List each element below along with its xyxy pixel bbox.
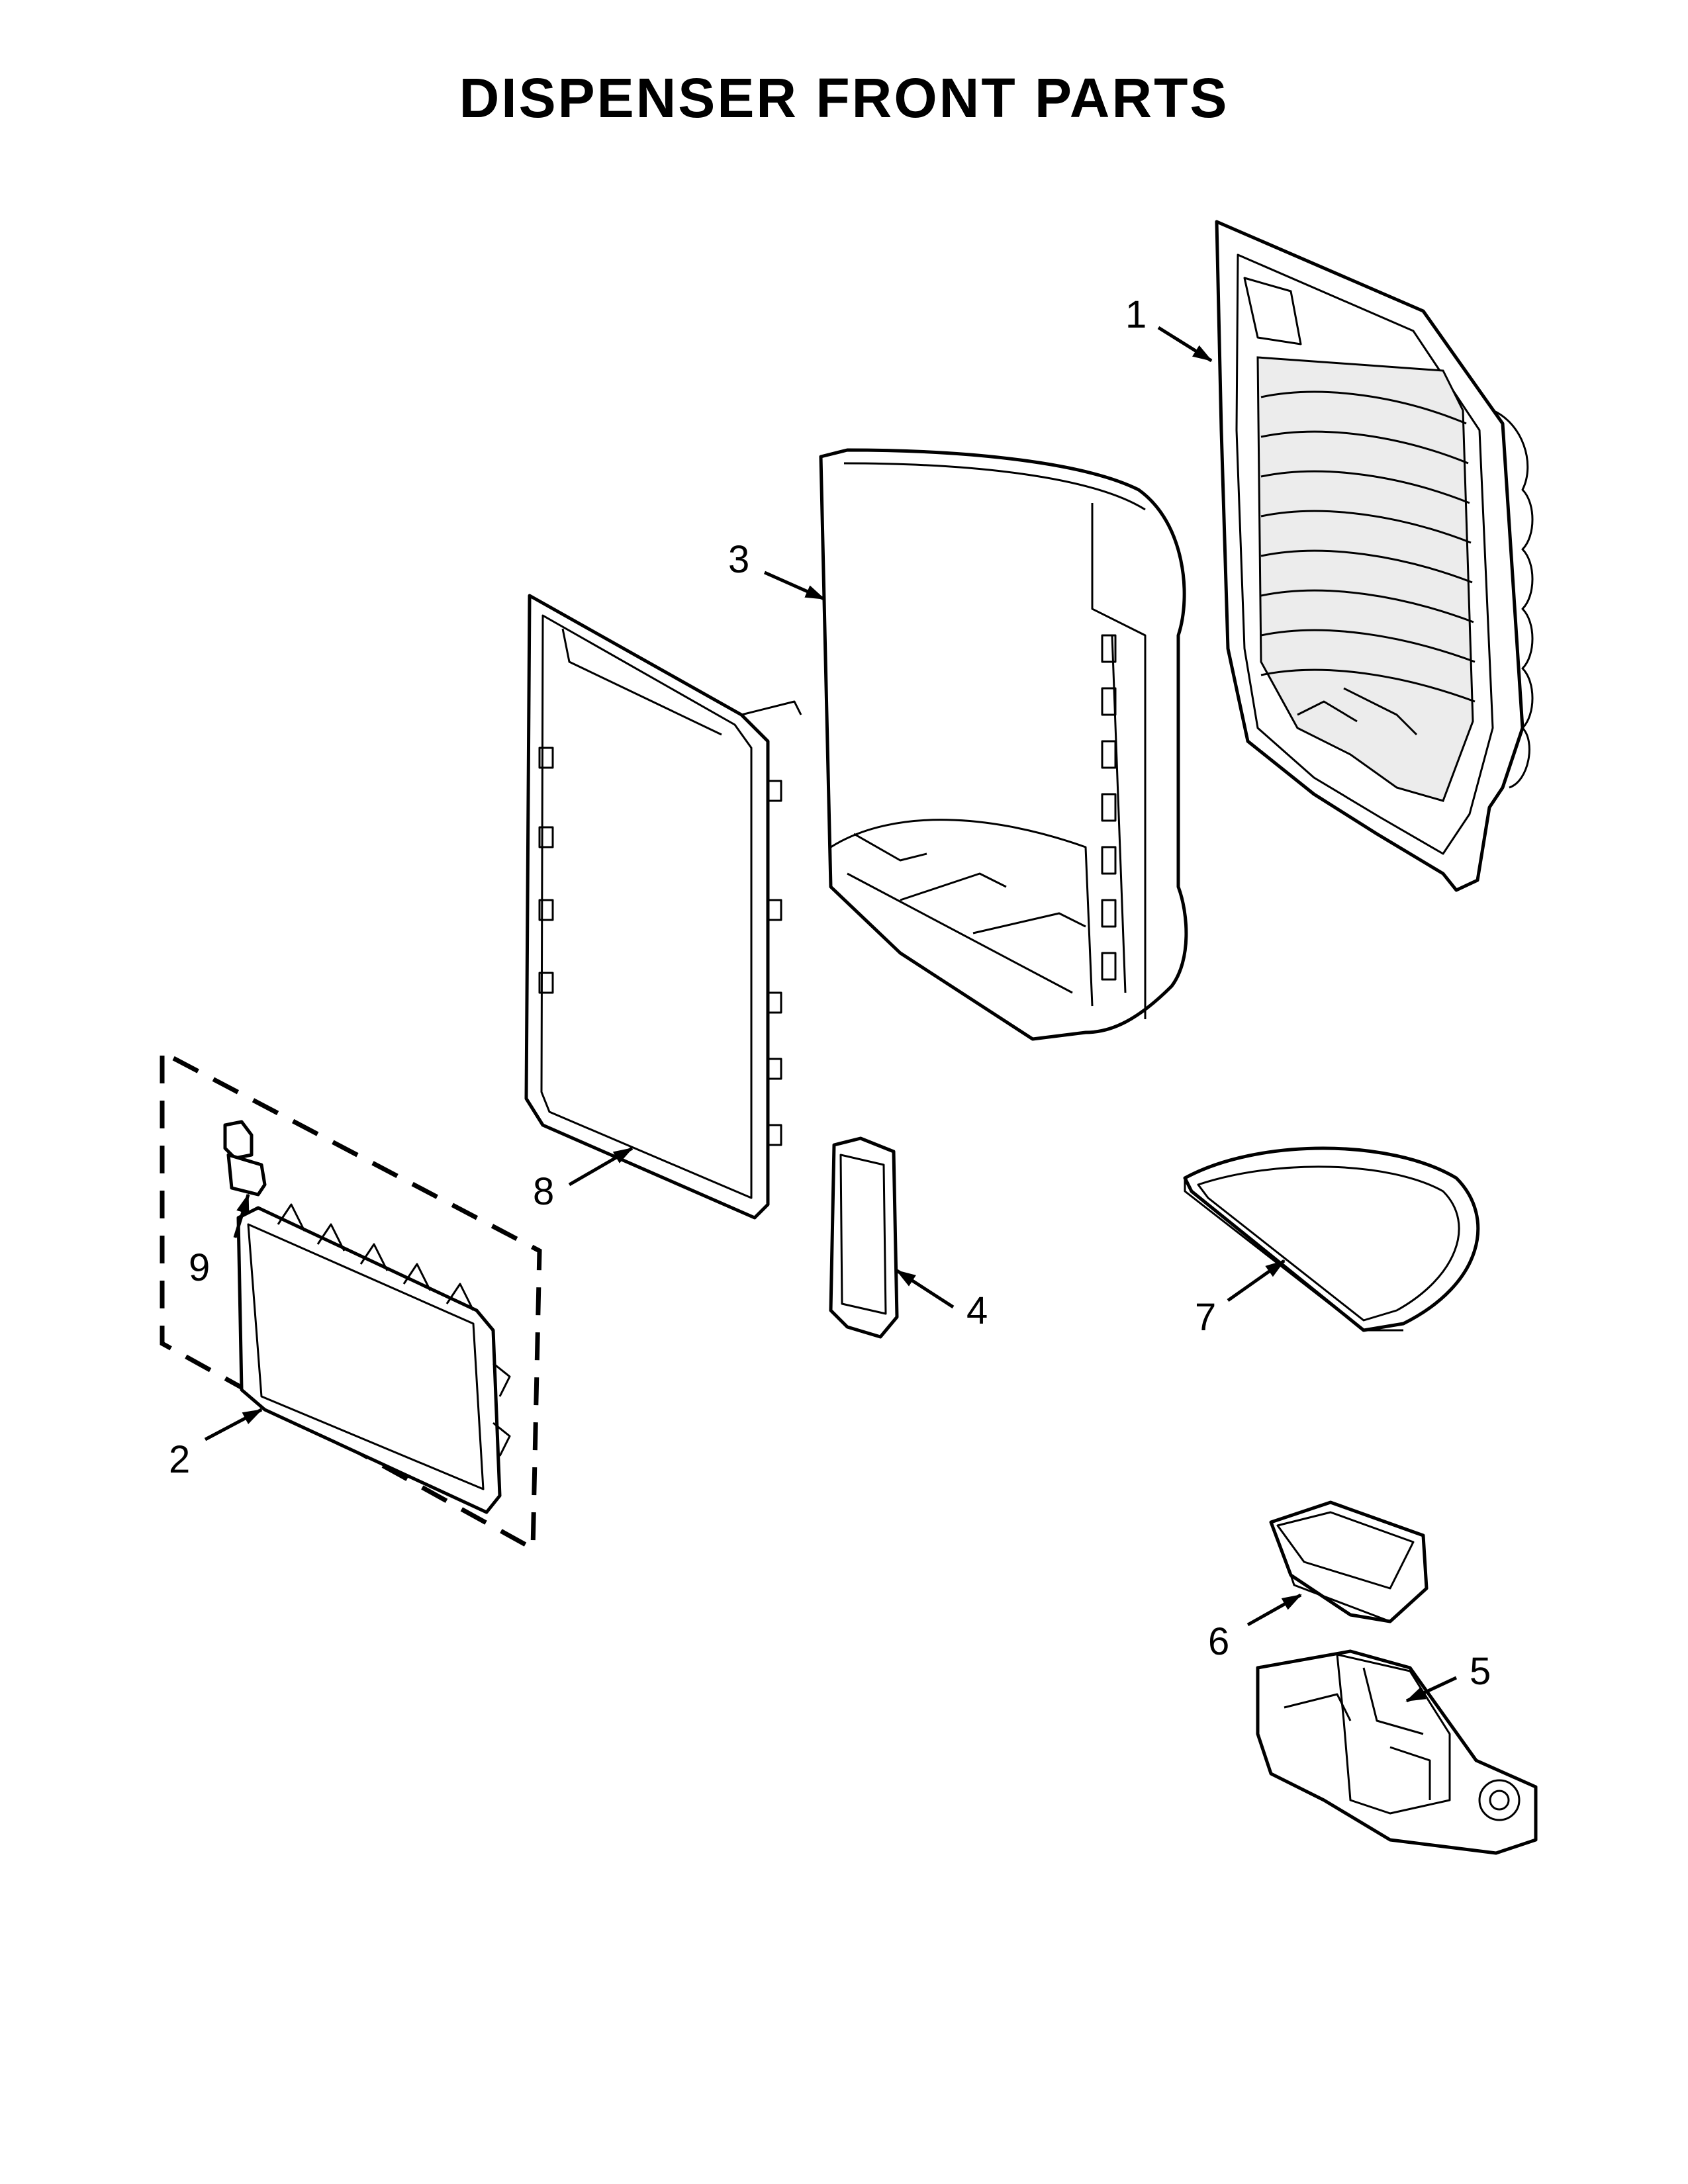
- part-3-chute-liner[interactable]: [819, 448, 1188, 1041]
- part-1-dispenser-housing[interactable]: [1215, 220, 1534, 892]
- part-6-ice-guide[interactable]: [1269, 1500, 1429, 1623]
- part-4-paddle[interactable]: [829, 1136, 899, 1339]
- callout-3: 3: [728, 538, 749, 581]
- callout-1: 1: [1125, 293, 1147, 336]
- callout-4: 4: [966, 1289, 988, 1332]
- part-8-front-frame[interactable]: [524, 594, 802, 1220]
- page-title: DISPENSER FRONT PARTS: [459, 67, 1229, 129]
- callout-9: 9: [189, 1246, 210, 1289]
- part-7-drip-tray[interactable]: [1183, 1146, 1480, 1332]
- callout-7: 7: [1195, 1296, 1216, 1339]
- callout-2: 2: [169, 1438, 190, 1481]
- part-5-actuator-assembly[interactable]: [1256, 1649, 1538, 1855]
- callout-8: 8: [533, 1170, 554, 1213]
- part-2-front-panel[interactable]: [236, 1203, 511, 1514]
- part-2-kit-outline: [160, 1050, 542, 1553]
- callout-6: 6: [1208, 1620, 1229, 1663]
- part-9-switch[interactable]: [223, 1120, 267, 1197]
- callout-5: 5: [1470, 1650, 1491, 1693]
- leader-lines: [204, 326, 1458, 1703]
